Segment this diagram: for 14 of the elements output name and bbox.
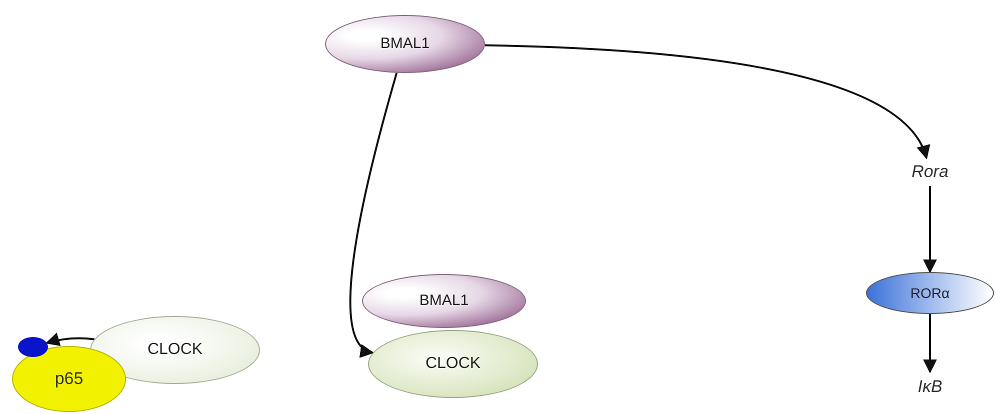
phosphate-dot	[18, 337, 48, 357]
protein-ellipse: p65	[12, 346, 126, 412]
protein-ellipse: BMAL1	[362, 274, 526, 328]
arrow	[923, 314, 937, 374]
protein-ellipse: BMAL1	[325, 15, 485, 73]
gene-label: IκB	[906, 372, 954, 402]
arrow	[484, 44, 928, 160]
arrow	[349, 72, 398, 355]
arrow	[923, 186, 937, 274]
protein-ellipse: CLOCK	[368, 330, 538, 398]
arrow	[45, 332, 94, 346]
protein-ellipse: CLOCK	[90, 316, 260, 384]
protein-ellipse: RORα	[866, 272, 994, 314]
gene-label: Rora	[902, 158, 958, 186]
